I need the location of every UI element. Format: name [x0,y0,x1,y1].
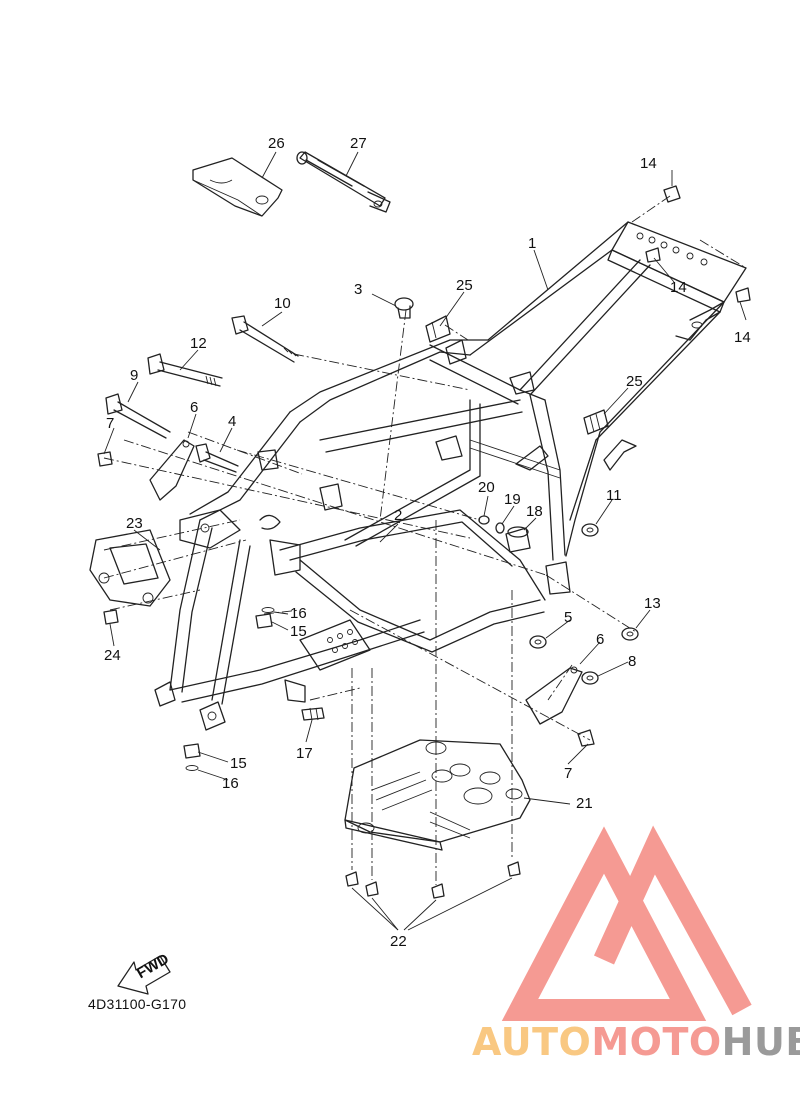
part-9-bolt[interactable] [105,393,171,439]
watermark-hub: HUB [721,1020,800,1064]
callout-12[interactable]: 12 [190,335,207,352]
callout-24[interactable]: 24 [104,647,121,664]
part-27-tube[interactable] [296,151,391,213]
part-3-bolt[interactable] [394,297,414,319]
part-18-bushing[interactable] [505,526,531,553]
callout-17[interactable]: 17 [296,745,313,762]
part-19-collar[interactable] [495,522,505,534]
part-16-oring-lower[interactable] [185,765,199,771]
fwd-label: FWD [134,950,172,982]
part-24-bolt[interactable] [103,609,119,625]
callout-15-upper[interactable]: 15 [290,623,307,640]
part-6-plate-rear[interactable] [525,666,583,725]
watermark-text: AUTOMOTOHUB [472,1020,800,1064]
callout-15-lower[interactable]: 15 [230,755,247,772]
part-1-main-frame[interactable] [154,221,747,731]
leader-lines [103,151,747,931]
callout-16-lower[interactable]: 16 [222,775,239,792]
part-14-grommet-mid[interactable] [645,247,661,263]
callout-22[interactable]: 22 [390,933,407,950]
callout-3[interactable]: 3 [354,281,362,298]
part-16-oring-upper[interactable] [261,607,275,613]
callout-9[interactable]: 9 [130,367,138,384]
callout-14-top[interactable]: 14 [640,155,657,172]
callout-6-front[interactable]: 6 [190,399,198,416]
part-22-bolts[interactable] [345,861,521,899]
assembly-lines [103,195,747,885]
callout-14-rear[interactable]: 14 [734,329,751,346]
part-25-damper-upper[interactable] [425,315,451,343]
watermark-auto: AUTO [472,1020,592,1064]
part-13-nut[interactable] [621,627,639,641]
callout-13[interactable]: 13 [644,595,661,612]
callout-16-upper[interactable]: 16 [290,605,307,622]
part-14-grommet-top[interactable] [663,185,681,203]
fwd-arrow-icon: FWD [117,950,172,995]
part-23-bracket[interactable] [89,529,171,607]
part-11-nut[interactable] [581,523,599,537]
callout-8[interactable]: 8 [628,653,636,670]
callout-23[interactable]: 23 [126,515,143,532]
part-15-bolt-upper[interactable] [255,613,273,629]
callout-10[interactable]: 10 [274,295,291,312]
part-21-skid-plate[interactable] [344,739,531,851]
part-10-long-bolt[interactable] [231,315,299,363]
callout-14-mid[interactable]: 14 [670,279,687,296]
callout-6-rear[interactable]: 6 [596,631,604,648]
part-5-nut[interactable] [529,635,547,649]
callout-labels: 26 27 14 14 14 1 3 25 25 10 12 9 6 4 7 2… [104,135,751,950]
callout-21[interactable]: 21 [576,795,593,812]
callout-2[interactable]: 2 [394,507,402,524]
callout-11[interactable]: 11 [606,487,622,504]
callout-18[interactable]: 18 [526,503,543,520]
part-6-plate-front[interactable] [149,439,195,501]
callout-25-upper[interactable]: 25 [456,277,473,294]
callout-26[interactable]: 26 [268,135,285,152]
part-25-damper-rear[interactable] [583,409,609,435]
part-7-nut-front[interactable] [97,451,113,467]
part-4-bolt[interactable] [195,443,239,473]
part-17-bolt[interactable] [301,707,325,721]
part-14-grommet-rear[interactable] [735,287,751,303]
part-20-nut[interactable] [478,515,490,525]
callout-1[interactable]: 1 [528,235,536,252]
callout-27[interactable]: 27 [350,135,367,152]
callout-20[interactable]: 20 [478,479,495,496]
callout-4[interactable]: 4 [228,413,236,430]
part-12-long-bolt[interactable] [147,353,223,387]
watermark-logo [501,825,752,1021]
part-7-nut-rear[interactable] [577,729,595,747]
callout-7-front[interactable]: 7 [106,415,114,432]
part-15-bolt-lower[interactable] [183,743,201,759]
part-26-tool-bag[interactable] [192,157,283,217]
diagram-code: 4D31100-G170 [88,996,187,1012]
callout-25-rear[interactable]: 25 [626,373,643,390]
part-8-nut[interactable] [581,671,599,685]
callout-5[interactable]: 5 [564,609,572,626]
callout-19[interactable]: 19 [504,491,521,508]
watermark-moto: MOTO [591,1020,722,1064]
callout-7-rear[interactable]: 7 [564,765,572,782]
